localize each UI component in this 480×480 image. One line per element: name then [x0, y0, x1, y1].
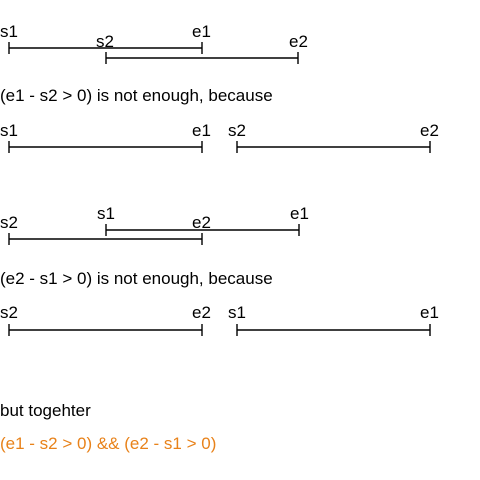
end-label: e1: [192, 22, 211, 41]
interval-s1-e1: s1 e1: [228, 303, 439, 336]
interval-s2-e2: s2 e2: [96, 32, 308, 64]
interval-s2-e2: s2 e2: [0, 303, 211, 336]
overlap-example-1: s1 e1 s2 e2: [0, 22, 308, 64]
start-label: s1: [0, 121, 18, 140]
caption-e1-minus-s2: (e1 - s2 > 0) is not enough, because: [0, 86, 273, 105]
conclusion-formula: (e1 - s2 > 0) && (e2 - s1 > 0): [0, 434, 216, 453]
end-label: e2: [420, 121, 439, 140]
end-label: e2: [192, 213, 211, 232]
start-label: s2: [96, 32, 114, 51]
overlap-example-2: s2 e2 s1 e1: [0, 204, 309, 245]
interval-s1-e1: s1 e1: [0, 121, 211, 153]
end-label: e2: [192, 303, 211, 322]
interval-s2-e2: s2 e2: [0, 213, 211, 245]
caption-e2-minus-s1: (e2 - s1 > 0) is not enough, because: [0, 269, 273, 288]
start-label: s1: [228, 303, 246, 322]
start-label: s1: [97, 204, 115, 223]
end-label: e2: [289, 32, 308, 51]
counterexample-2: s2 e2 s1 e1: [0, 303, 439, 336]
start-label: s1: [0, 22, 18, 41]
interval-s1-e1: s1 e1: [97, 204, 309, 236]
counterexample-1: s1 e1 s2 e2: [0, 121, 439, 153]
end-label: e1: [192, 121, 211, 140]
interval-s2-e2: s2 e2: [228, 121, 439, 153]
start-label: s2: [228, 121, 246, 140]
start-label: s2: [0, 213, 18, 232]
start-label: s2: [0, 303, 18, 322]
interval-s1-e1: s1 e1: [0, 22, 211, 54]
end-label: e1: [290, 204, 309, 223]
end-label: e1: [420, 303, 439, 322]
conclusion-text: but togehter: [0, 401, 91, 420]
